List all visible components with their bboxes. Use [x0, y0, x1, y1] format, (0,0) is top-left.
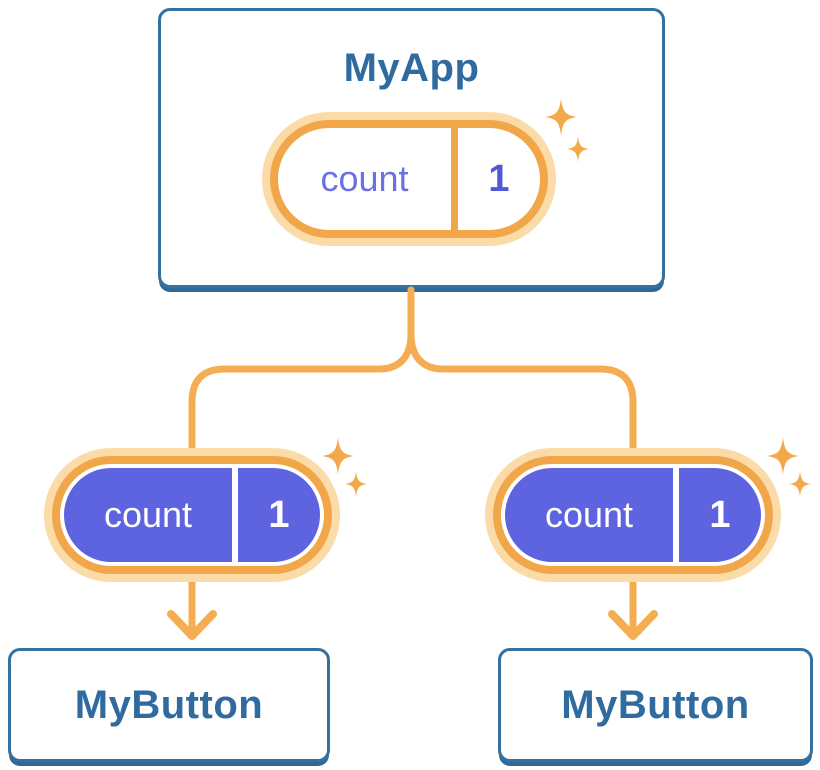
state-pill-divider — [232, 468, 238, 562]
sparkle-icon — [767, 437, 799, 475]
component-title: MyButton — [561, 683, 750, 727]
state-pill-ring: count 1 — [52, 456, 332, 574]
state-pill-core: count 1 — [501, 464, 765, 566]
sparkle-icon — [322, 437, 354, 475]
state-name-label: count — [544, 494, 634, 535]
sparkle-icon — [345, 471, 367, 497]
component-card-mybutton-right: MyButton — [498, 648, 813, 762]
branch-left-line — [188, 286, 415, 456]
state-pill-core: count 1 — [60, 464, 324, 566]
branch-right-line — [407, 286, 637, 456]
state-value-label: 1 — [709, 494, 731, 536]
component-title: MyApp — [343, 46, 480, 90]
arrow-right-head-icon — [608, 610, 658, 640]
state-pill-right-prop: count 1 — [485, 448, 781, 582]
state-pill-left-prop: count 1 — [44, 448, 340, 582]
state-pill-myapp: count 1 — [262, 112, 556, 246]
state-name-label: count — [103, 494, 193, 535]
state-pill-ring: count 1 — [270, 120, 548, 238]
state-value-label: 1 — [268, 494, 290, 536]
arrow-left-head-icon — [167, 610, 217, 640]
sparkle-icon — [789, 471, 811, 497]
component-title: MyButton — [74, 683, 264, 727]
component-card-mybutton-left: MyButton — [8, 648, 330, 762]
state-pill-core: count 1 — [278, 128, 540, 230]
state-value-label: 1 — [488, 158, 510, 200]
state-pill-divider — [673, 468, 679, 562]
state-pill-ring: count 1 — [493, 456, 773, 574]
state-pill-divider — [451, 128, 458, 230]
state-name-label: count — [320, 158, 409, 199]
